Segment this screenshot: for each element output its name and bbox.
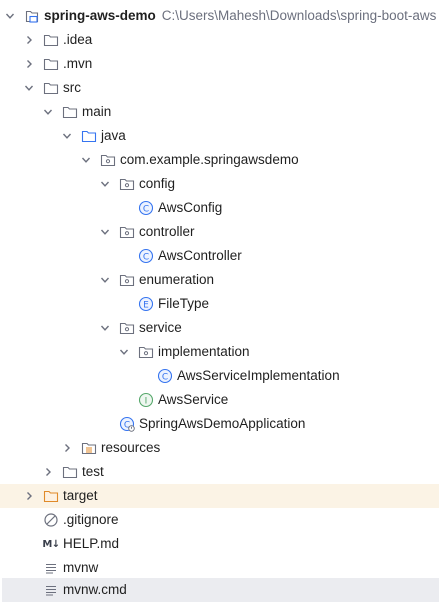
package-icon: [119, 176, 135, 192]
folder-icon: [62, 104, 78, 120]
file-label: mvnw: [63, 560, 99, 575]
enum-icon: E: [138, 296, 154, 312]
text-file-icon: [43, 560, 59, 576]
project-name: spring-aws-demo: [44, 8, 156, 23]
tree-row-enumeration[interactable]: enumeration: [0, 268, 439, 292]
chevron-right-icon[interactable]: [23, 32, 35, 48]
enum-label: FileType: [158, 296, 210, 311]
tree-row-src[interactable]: src: [0, 76, 439, 100]
spring-boot-class-icon: C: [119, 416, 135, 432]
source-folder-icon: [81, 128, 97, 144]
tree-row-test[interactable]: test: [0, 460, 439, 484]
chevron-down-icon[interactable]: [118, 344, 130, 360]
folder-label: java: [101, 128, 126, 143]
tree-row-mvn[interactable]: .mvn: [0, 52, 439, 76]
class-icon: C: [157, 368, 173, 384]
package-label: implementation: [158, 344, 250, 359]
markdown-icon: M↓: [42, 538, 60, 550]
file-label: mvnw.cmd: [63, 582, 127, 597]
svg-text:C: C: [162, 372, 168, 382]
chevron-down-icon[interactable]: [42, 104, 54, 120]
chevron-down-icon[interactable]: [4, 8, 16, 24]
tree-row-awsserviceimpl[interactable]: C AwsServiceImplementation: [0, 364, 439, 388]
tree-row-awsconfig[interactable]: C AwsConfig: [0, 196, 439, 220]
class-label: AwsConfig: [158, 200, 223, 215]
chevron-right-icon[interactable]: [23, 56, 35, 72]
file-label: HELP.md: [63, 536, 120, 551]
package-label: service: [139, 320, 182, 335]
package-icon: [119, 224, 135, 240]
chevron-down-icon[interactable]: [99, 176, 111, 192]
tree-row-main[interactable]: main: [0, 100, 439, 124]
svg-text:E: E: [143, 300, 149, 310]
chevron-down-icon[interactable]: [80, 152, 92, 168]
package-icon: [119, 320, 135, 336]
class-icon: C: [138, 248, 154, 264]
text-file-icon: [43, 582, 59, 598]
svg-text:C: C: [143, 204, 149, 214]
folder-label: src: [63, 80, 81, 95]
folder-label: test: [82, 464, 104, 479]
package-label: enumeration: [139, 272, 215, 287]
tree-row-target[interactable]: target: [0, 484, 439, 508]
package-label: controller: [139, 224, 195, 239]
excluded-folder-icon: [43, 488, 59, 504]
project-module-icon: [24, 8, 40, 24]
tree-row-controller[interactable]: controller: [0, 220, 439, 244]
folder-label: resources: [101, 440, 161, 455]
folder-icon: [43, 80, 59, 96]
chevron-down-icon[interactable]: [99, 224, 111, 240]
tree-row-helpmd[interactable]: M↓ HELP.md: [0, 532, 439, 556]
package-icon: [138, 344, 154, 360]
tree-row-java[interactable]: java: [0, 124, 439, 148]
tree-row-mvnwcmd[interactable]: mvnw.cmd: [2, 578, 439, 602]
tree-row-app[interactable]: C SpringAwsDemoApplication: [0, 412, 439, 436]
package-label: com.example.springawsdemo: [120, 152, 299, 167]
tree-row-filetype[interactable]: E FileType: [0, 292, 439, 316]
svg-text:C: C: [143, 252, 149, 262]
svg-text:C: C: [124, 420, 130, 430]
interface-icon: I: [138, 392, 154, 408]
folder-label: target: [63, 488, 98, 503]
tree-row-implementation[interactable]: implementation: [0, 340, 439, 364]
chevron-down-icon[interactable]: [23, 80, 35, 96]
chevron-right-icon[interactable]: [61, 440, 73, 456]
class-label: AwsServiceImplementation: [177, 368, 340, 383]
ignore-file-icon: [43, 512, 59, 528]
package-label: config: [139, 176, 176, 191]
folder-label: .idea: [63, 32, 93, 47]
folder-icon: [62, 464, 78, 480]
package-icon: [100, 152, 116, 168]
chevron-down-icon[interactable]: [61, 128, 73, 144]
tree-row-config[interactable]: config: [0, 172, 439, 196]
tree-row-resources[interactable]: resources: [0, 436, 439, 460]
package-icon: [119, 272, 135, 288]
folder-icon: [43, 56, 59, 72]
folder-label: .mvn: [63, 56, 93, 71]
svg-text:I: I: [145, 396, 148, 406]
tree-row-gitignore[interactable]: .gitignore: [0, 508, 439, 532]
tree-row-package[interactable]: com.example.springawsdemo: [0, 148, 439, 172]
class-icon: C: [138, 200, 154, 216]
class-label: SpringAwsDemoApplication: [139, 416, 306, 431]
chevron-down-icon[interactable]: [99, 272, 111, 288]
tree-row-awsservice[interactable]: I AwsService: [0, 388, 439, 412]
class-label: AwsController: [158, 248, 242, 263]
chevron-down-icon[interactable]: [99, 320, 111, 336]
tree-row-mvnw[interactable]: mvnw: [0, 556, 439, 580]
interface-label: AwsService: [158, 392, 229, 407]
file-label: .gitignore: [63, 512, 119, 527]
resources-folder-icon: [81, 440, 97, 456]
folder-icon: [43, 32, 59, 48]
chevron-right-icon[interactable]: [23, 488, 35, 504]
folder-label: main: [82, 104, 112, 119]
chevron-right-icon[interactable]: [42, 464, 54, 480]
tree-row-idea[interactable]: .idea: [0, 28, 439, 52]
tree-row-awscontroller[interactable]: C AwsController: [0, 244, 439, 268]
tree-row-service[interactable]: service: [0, 316, 439, 340]
project-path: C:\Users\Mahesh\Downloads\spring-boot-aw…: [161, 8, 437, 23]
tree-row-project[interactable]: spring-aws-demo C:\Users\Mahesh\Download…: [0, 4, 439, 28]
